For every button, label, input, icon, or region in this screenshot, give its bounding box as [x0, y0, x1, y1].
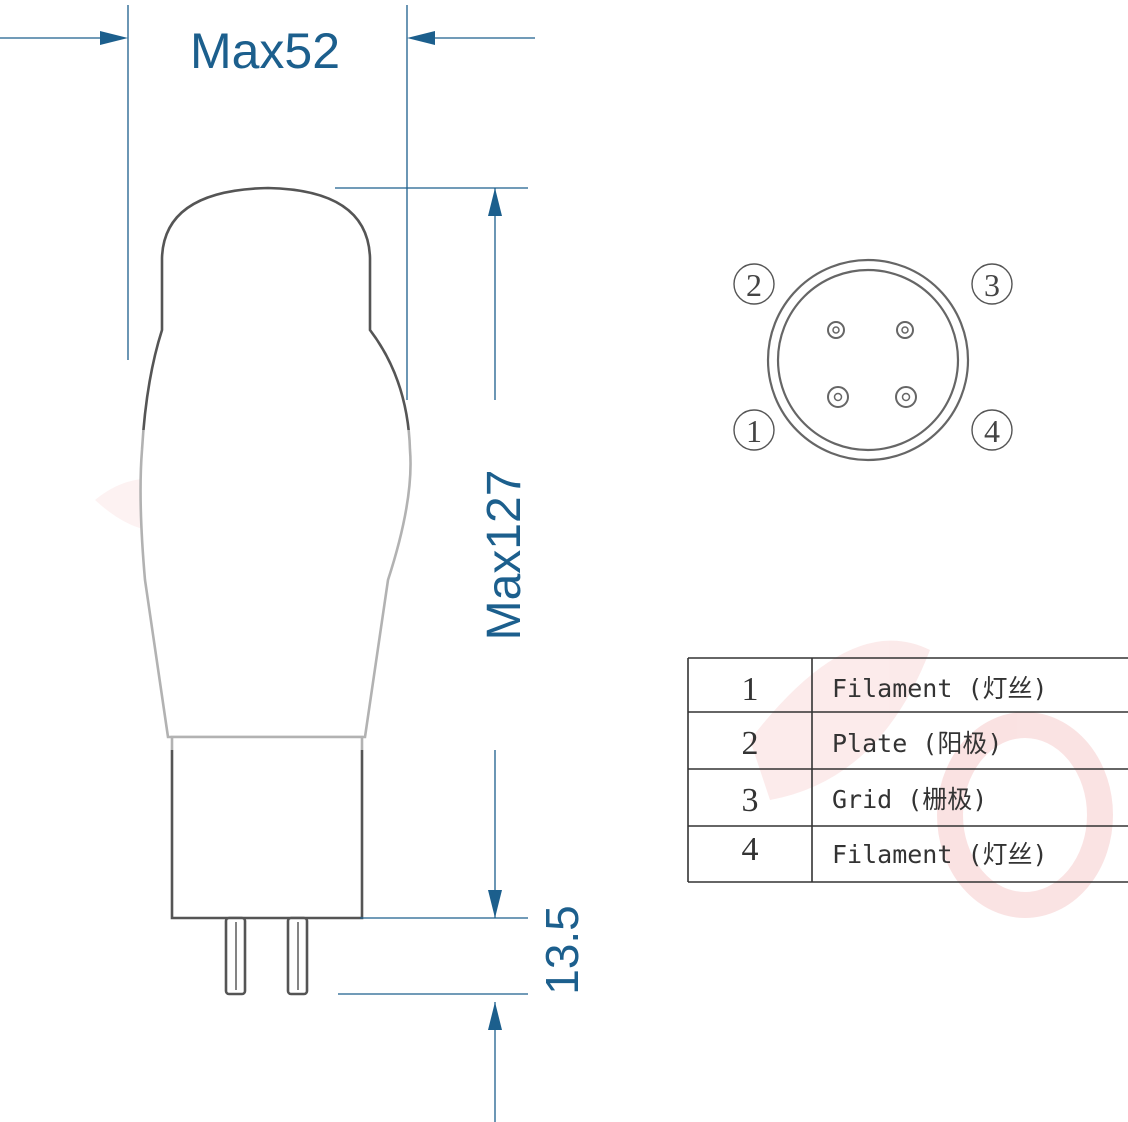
table-row: 3 Grid (栅极): [742, 782, 988, 819]
pin-number-2: 2: [746, 267, 762, 303]
pin-hole-4: [895, 386, 917, 408]
pin-number-4: 4: [984, 413, 1000, 449]
pin-number-3: 3: [984, 267, 1000, 303]
pin-hole-1: [827, 386, 849, 408]
pin-hole-3: [896, 321, 914, 339]
table-row: 2 Plate (阳极): [742, 725, 1003, 762]
table-cell-pin: 1: [742, 671, 759, 708]
table-cell-function: Grid (栅极): [832, 785, 987, 814]
pin-hole-2: [827, 321, 845, 339]
table-row: 4 Filament (灯丝): [742, 831, 1048, 869]
socket-outer-ring: [766, 258, 970, 462]
diameter-label: Max52: [190, 23, 340, 79]
table-row: 1 Filament (灯丝): [742, 671, 1048, 708]
table-cell-pin: 3: [742, 782, 759, 819]
dimension-lines: [0, 5, 535, 1122]
height-label: Max127: [478, 470, 531, 641]
table-cell-function: Filament (灯丝): [832, 674, 1048, 703]
table-cell-pin: 2: [742, 725, 759, 762]
socket-diagram: 2 3 1 4: [733, 258, 1013, 462]
pin-table: 1 Filament (灯丝) 2 Plate (阳极) 3 Grid (栅极)…: [687, 657, 1128, 883]
table-cell-function: Plate (阳极): [832, 729, 1002, 758]
socket-inner-ring: [776, 268, 960, 452]
table-cell-pin: 4: [742, 831, 759, 868]
washout: [80, 430, 680, 750]
table-cell-function: Filament (灯丝): [832, 840, 1048, 869]
tube-base: [170, 735, 364, 920]
pin-length-label: 13.5: [536, 905, 588, 995]
pin-number-1: 1: [746, 413, 762, 449]
